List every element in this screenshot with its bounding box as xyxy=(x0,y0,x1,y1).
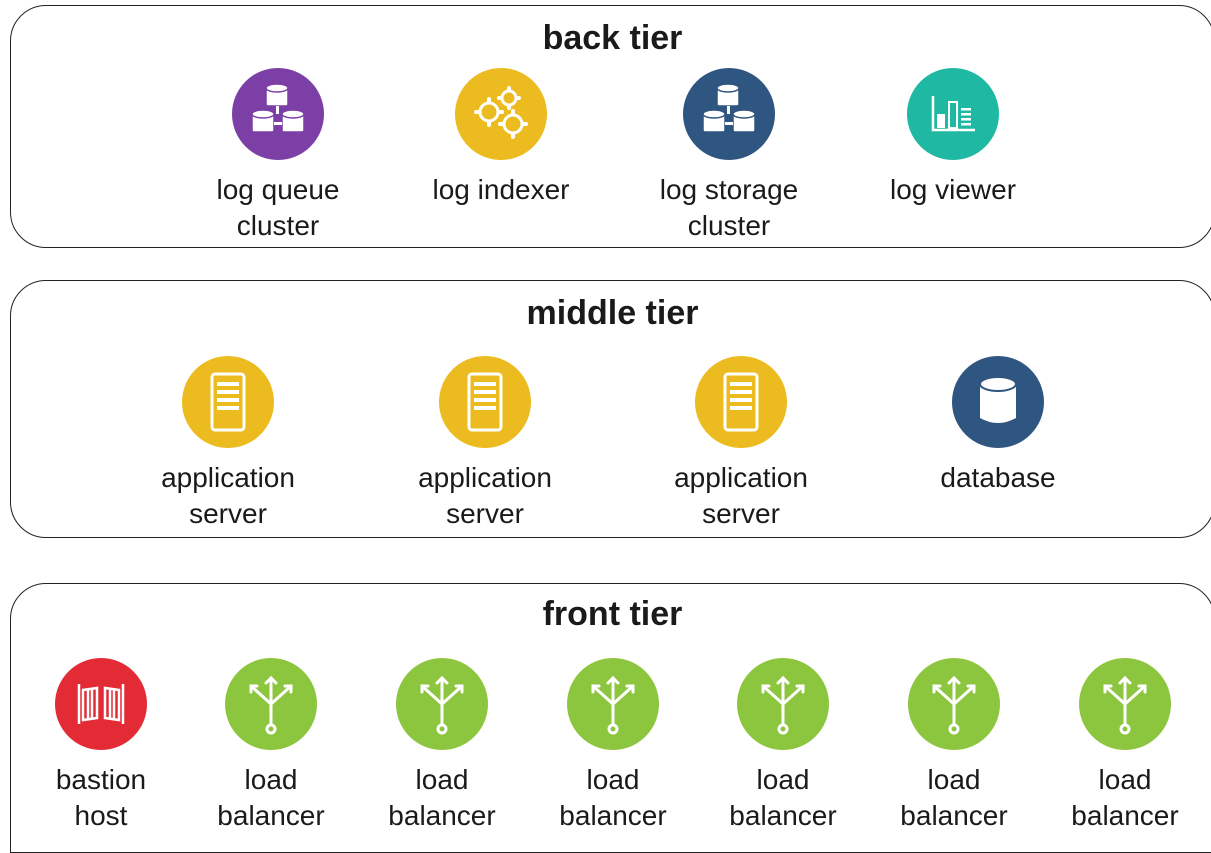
log-storage-cluster-node[interactable]: log storage cluster xyxy=(629,68,829,244)
application-server-node[interactable]: application server xyxy=(128,356,328,532)
load-balancer-icon xyxy=(908,658,1000,750)
load-balancer-icon xyxy=(225,658,317,750)
node-label: load balancer xyxy=(217,764,325,831)
node-label: load balancer xyxy=(559,764,667,831)
node-label: log viewer xyxy=(889,174,1017,205)
load-balancer-icon xyxy=(396,658,488,750)
back-tier-title: back tier xyxy=(542,19,683,57)
node-label: application server xyxy=(161,462,295,529)
bar-chart-icon xyxy=(907,68,999,160)
node-label: application server xyxy=(674,462,808,529)
node-label: database xyxy=(940,462,1056,493)
database-cluster-icon xyxy=(232,68,324,160)
node-label: load balancer xyxy=(900,764,1008,831)
load-balancer-icon xyxy=(737,658,829,750)
load-balancer-node[interactable]: load balancer xyxy=(171,658,371,834)
log-viewer-node[interactable]: log viewer xyxy=(853,68,1053,208)
node-label: log storage cluster xyxy=(659,174,799,241)
node-label: load balancer xyxy=(388,764,496,831)
load-balancer-node[interactable]: load balancer xyxy=(683,658,883,834)
server-icon xyxy=(439,356,531,448)
load-balancer-node[interactable]: load balancer xyxy=(854,658,1054,834)
load-balancer-node[interactable]: load balancer xyxy=(513,658,713,834)
load-balancer-icon xyxy=(1079,658,1171,750)
load-balancer-icon xyxy=(567,658,659,750)
middle-tier-title: middle tier xyxy=(526,294,699,332)
node-label: log indexer xyxy=(432,174,570,205)
back-tier-container: back tier log queue cluster xyxy=(10,5,1211,248)
node-label: load balancer xyxy=(729,764,837,831)
bastion-host-node[interactable]: bastion host xyxy=(1,658,201,834)
database-cluster-icon xyxy=(683,68,775,160)
server-icon xyxy=(182,356,274,448)
node-label: application server xyxy=(418,462,552,529)
log-indexer-node[interactable]: log indexer xyxy=(401,68,601,208)
node-label: load balancer xyxy=(1071,764,1179,831)
node-label: bastion host xyxy=(55,764,147,831)
front-tier-container: front tier bastion host xyxy=(10,583,1211,853)
log-queue-cluster-node[interactable]: log queue cluster xyxy=(178,68,378,244)
load-balancer-node[interactable]: load balancer xyxy=(1025,658,1211,834)
front-tier-title: front tier xyxy=(542,595,683,633)
gears-icon xyxy=(455,68,547,160)
middle-tier-container: middle tier application server applicati… xyxy=(10,280,1211,538)
gate-icon xyxy=(55,658,147,750)
database-node[interactable]: database xyxy=(898,356,1098,496)
load-balancer-node[interactable]: load balancer xyxy=(342,658,542,834)
application-server-node[interactable]: application server xyxy=(641,356,841,532)
database-icon xyxy=(952,356,1044,448)
server-icon xyxy=(695,356,787,448)
application-server-node[interactable]: application server xyxy=(385,356,585,532)
node-label: log queue cluster xyxy=(216,174,340,241)
